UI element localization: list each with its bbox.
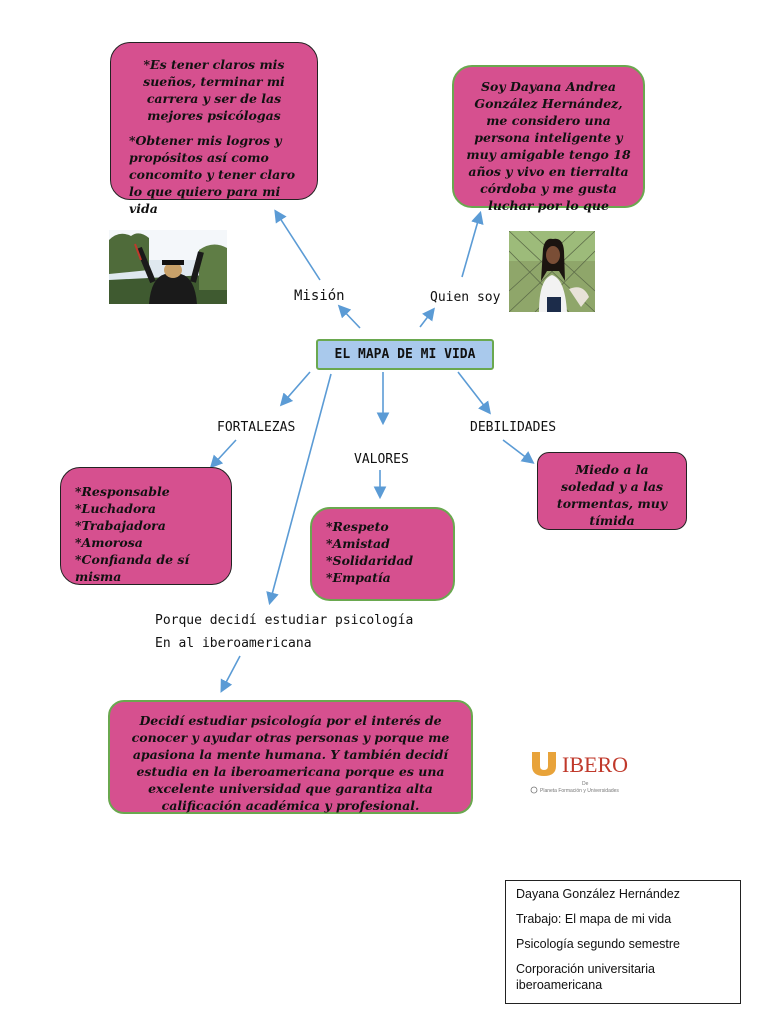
label-quien-soy: Quien soy	[430, 290, 501, 305]
quien-soy-text: Soy Dayana Andrea González Hernández, me…	[466, 79, 631, 213]
logo-sub2: Planeta Formación y Universidades	[540, 788, 619, 794]
logo-brand: IBERO	[562, 752, 628, 777]
arrow-to-debilidades	[457, 371, 491, 415]
valor-item: *Solidaridad	[326, 553, 414, 568]
label-fortalezas: FORTALEZAS	[217, 420, 296, 435]
info-work: Trabajo: El mapa de mi vida	[516, 912, 672, 926]
ibero-logo: IBERO De Planeta Formación y Universidad…	[530, 748, 645, 796]
info-program: Psicología segundo semestre	[516, 937, 680, 951]
personal-photo	[509, 231, 595, 312]
label-porque-line1: Porque decidí estudiar psicología	[155, 613, 414, 628]
label-debilidades: DEBILIDADES	[470, 420, 557, 435]
arrow-debilidades-to-box	[502, 439, 535, 464]
valor-item: *Respeto	[326, 519, 389, 534]
mision-text-2: *Obtener mis logros y propósitos así com…	[129, 133, 296, 216]
arrow-porque-to-box	[220, 655, 241, 693]
info-author: Dayana González Hernández	[516, 887, 680, 901]
arrow-to-fortalezas	[279, 371, 311, 407]
debilidades-text: Miedo a la soledad y a las tormentas, mu…	[556, 462, 668, 528]
valor-item: *Amistad	[326, 536, 390, 551]
valores-box: *Respeto *Amistad *Solidaridad *Empatía	[310, 507, 455, 601]
fortaleza-item: *Amorosa	[75, 535, 143, 550]
fortaleza-item: *Trabajadora	[75, 518, 166, 533]
info-university: Corporación universitaria iberoamericana	[516, 962, 655, 992]
arrow-to-quien-soy	[419, 307, 435, 328]
arrow-to-porque	[266, 373, 332, 606]
graduation-photo	[109, 230, 227, 304]
label-porque-line2: En al iberoamericana	[155, 636, 312, 651]
mision-text-1: *Es tener claros mis sueños, terminar mi…	[143, 57, 285, 123]
quien-soy-box: Soy Dayana Andrea González Hernández, me…	[452, 65, 645, 213]
arrow-mision-to-box	[274, 209, 321, 281]
label-valores: VALORES	[354, 452, 409, 467]
valor-item: *Empatía	[326, 570, 391, 585]
logo-sub1: De	[582, 781, 589, 787]
arrow-quien-soy-to-box	[461, 210, 484, 278]
fortalezas-box: *Responsable *Luchadora *Trabajadora *Am…	[60, 467, 232, 585]
central-title: EL MAPA DE MI VIDA	[316, 339, 494, 370]
arrow-to-mision	[337, 304, 361, 329]
arrow-fortalezas-to-box	[209, 439, 237, 469]
label-mision: Misión	[294, 288, 345, 304]
debilidades-box: Miedo a la soledad y a las tormentas, mu…	[537, 452, 687, 530]
fortaleza-item: *Responsable	[75, 484, 170, 499]
fortaleza-item: *Confianda de sí misma	[75, 552, 190, 584]
mision-box: *Es tener claros mis sueños, terminar mi…	[110, 42, 318, 216]
porque-box: Decidí estudiar psicología por el interé…	[108, 700, 473, 814]
author-info-box: Dayana González Hernández Trabajo: El ma…	[505, 880, 741, 1004]
fortaleza-item: *Luchadora	[75, 501, 156, 516]
porque-text: Decidí estudiar psicología por el interé…	[131, 713, 450, 813]
